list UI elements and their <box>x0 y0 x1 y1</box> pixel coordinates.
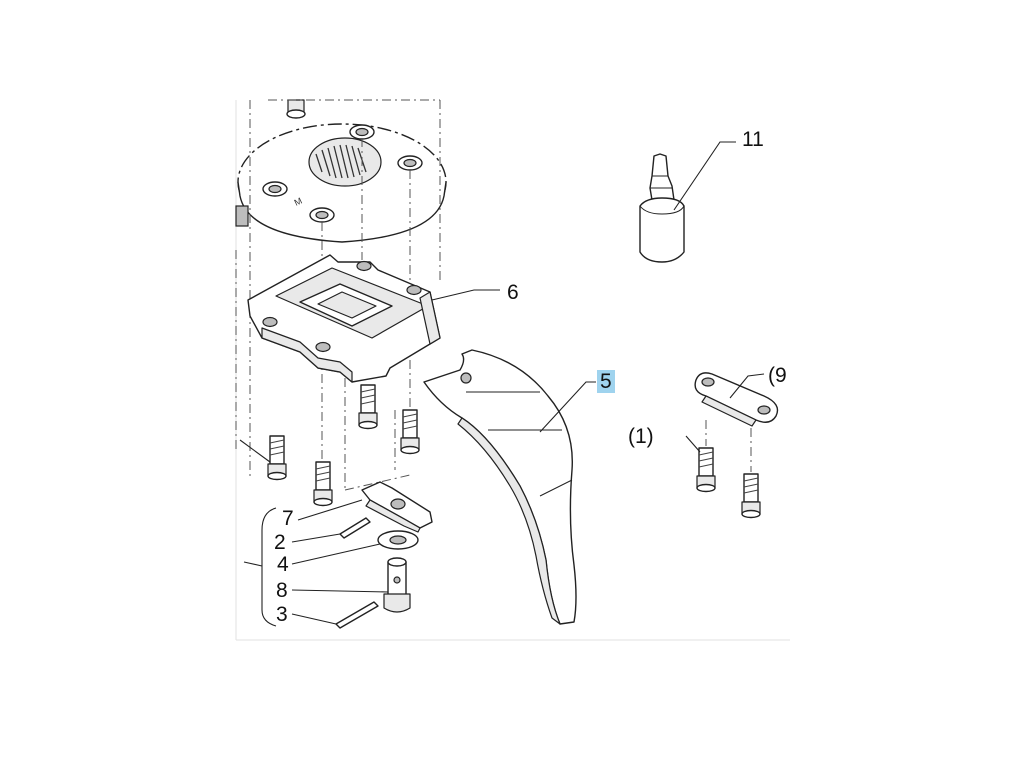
link-plate-part-9 <box>694 372 779 427</box>
threadlocker-bottle-part-11 <box>639 153 685 263</box>
leader-line-5 <box>539 381 596 433</box>
leader-line-11 <box>673 141 736 211</box>
bolt-b <box>400 409 420 455</box>
callout-1[interactable]: (1) <box>628 425 654 448</box>
callout-8[interactable]: 8 <box>276 579 288 602</box>
leader-line-8 <box>291 589 389 593</box>
rotor-disc: M <box>235 99 447 243</box>
mounting-bracket-part-6 <box>247 254 441 383</box>
bolt-d <box>313 461 333 507</box>
leader-line-6 <box>431 289 500 301</box>
latch-plate-part-7 <box>361 481 433 533</box>
callout-4[interactable]: 4 <box>277 553 289 576</box>
callout-3[interactable]: 3 <box>276 603 288 626</box>
leader-line-2 <box>291 533 341 543</box>
callout-2[interactable]: 2 <box>274 531 286 554</box>
bolt-a <box>358 384 378 430</box>
callout-6[interactable]: 6 <box>507 281 519 304</box>
bolt-f <box>741 473 761 519</box>
leader-line-3 <box>291 613 337 625</box>
leader-line-9 <box>729 373 765 399</box>
callout-5-highlighted[interactable]: 5 <box>597 370 615 393</box>
washer-part-4 <box>377 530 419 550</box>
pin-part-3 <box>335 601 379 629</box>
pin-part-2 <box>339 517 371 539</box>
disc-marking: M <box>293 196 304 208</box>
leader-line-1 <box>685 435 701 453</box>
leader-line-7 <box>297 499 363 521</box>
leader-line-4 <box>291 543 381 565</box>
group-bracket <box>261 507 277 627</box>
bolt-c-axis-stub <box>239 439 271 463</box>
callout-9[interactable]: (9 <box>768 364 787 387</box>
bolt-c <box>267 435 287 481</box>
callout-11[interactable]: 11 <box>742 128 764 151</box>
bushing-part-8 <box>383 557 411 613</box>
callout-7[interactable]: 7 <box>282 507 294 530</box>
group-bracket-leader <box>243 561 263 567</box>
bolt-e <box>696 447 716 493</box>
tine-blade-part-5 <box>423 349 577 625</box>
